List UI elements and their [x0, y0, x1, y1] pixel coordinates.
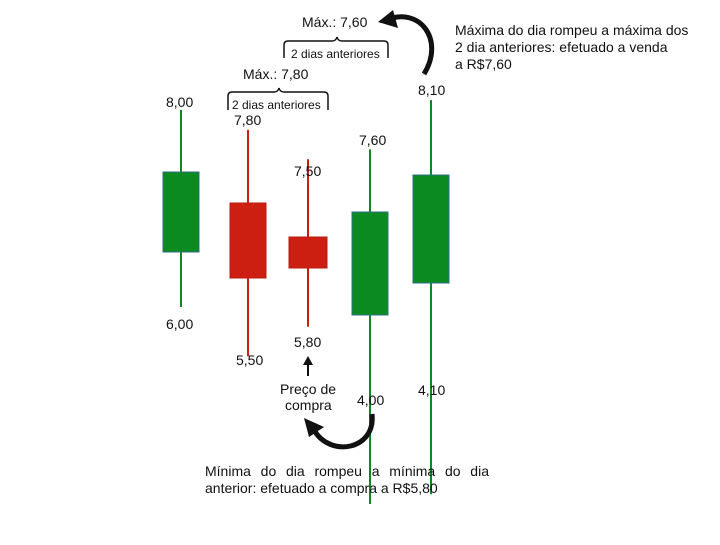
bracket1-label: 2 dias anteriores [232, 98, 321, 112]
candle3-low-label: 5,80 [294, 334, 322, 350]
bracket-two-days-2 [283, 36, 389, 58]
candle4-low-label: 4,00 [357, 392, 385, 408]
bracket-two-days-1 [227, 87, 329, 110]
buy-label-line2: compra [285, 397, 332, 413]
candle5-low-label: 4,10 [418, 382, 446, 398]
candle3-high-label: 7,50 [294, 163, 322, 179]
candle4-high-label: 7,60 [359, 132, 387, 148]
sell-note-line2: 2 dia anteriores: efetuado a venda [455, 39, 668, 55]
candle1-high-label: 8,00 [166, 94, 194, 110]
buy-note: Mínima do dia rompeu a mínima do dia ant… [205, 463, 489, 497]
buy-up-arrowhead [303, 356, 313, 365]
buy-note-line1: Mínima do dia rompeu a mínima do dia [205, 463, 489, 479]
candle4-body [351, 211, 389, 316]
candle5-high-label: 8,10 [418, 82, 446, 98]
candle1-low-label: 6,00 [166, 316, 194, 332]
sell-arrowhead [378, 10, 398, 28]
buy-note-line2: anterior: efetuado a compra a R$5,80 [205, 480, 438, 496]
max-760-label: Máx.: 7,60 [302, 14, 368, 30]
candles-group [162, 100, 450, 504]
candle3-body [288, 236, 328, 269]
candle5-body [412, 174, 450, 284]
candle2-low-label: 5,50 [236, 352, 264, 368]
max-780-label: Máx.: 7,80 [243, 66, 309, 82]
sell-curved-arrow [385, 14, 435, 76]
candle1-body [162, 171, 200, 253]
sell-note-line3: a R$7,60 [455, 56, 512, 72]
sell-note-line1: Máxima do dia rompeu a máxima dos [455, 22, 689, 38]
buy-arrowhead [304, 418, 324, 437]
candle2-high-label: 7,80 [234, 112, 262, 128]
buy-label-line1: Preço de [280, 381, 337, 397]
candle2-body [229, 202, 267, 279]
buy-curved-arrow [311, 413, 375, 450]
bracket2-label: 2 dias anteriores [291, 47, 380, 61]
sell-note: Máxima do dia rompeu a máxima dos 2 dia … [455, 22, 688, 73]
